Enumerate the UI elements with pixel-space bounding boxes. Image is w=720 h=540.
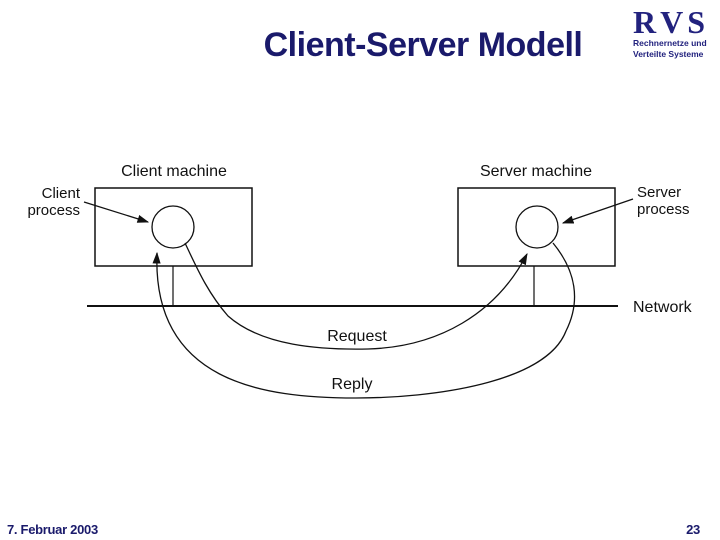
request-arrow-curve [184, 242, 528, 350]
logo-letter-r: R [633, 4, 657, 40]
reply-label: Reply [332, 376, 373, 393]
page-title: Client-Server Modell [263, 26, 583, 64]
request-label: Request [327, 328, 387, 345]
rvs-logo: R V S Rechnernetze und Verteilte Systeme [633, 6, 707, 59]
server-process-arrow [561, 198, 634, 224]
server-process-label-line2: process [637, 201, 690, 218]
footer-date: 7. Februar 2003 [7, 522, 98, 537]
rvs-logo-letters: R V S [633, 6, 705, 38]
client-process-label-line2: process [27, 202, 80, 219]
server-process-circle [515, 205, 559, 249]
logo-letter-v: V [660, 4, 684, 40]
client-process-arrow [83, 201, 150, 223]
logo-subtitle-line2: Verteilte Systeme [633, 48, 704, 59]
server-process-label-line1: Server [637, 184, 681, 201]
logo-letter-s: S [687, 4, 706, 40]
logo-subtitle-line1: Rechnernetze und [633, 38, 707, 48]
footer-page-number: 23 [686, 522, 700, 537]
client-process-label-line1: Client [42, 185, 81, 202]
client-process-circle [151, 205, 195, 249]
client-machine-label: Client machine [121, 163, 227, 180]
network-label: Network [633, 299, 693, 316]
reply-arrow-curve [152, 242, 576, 399]
server-machine-label: Server machine [480, 163, 592, 180]
